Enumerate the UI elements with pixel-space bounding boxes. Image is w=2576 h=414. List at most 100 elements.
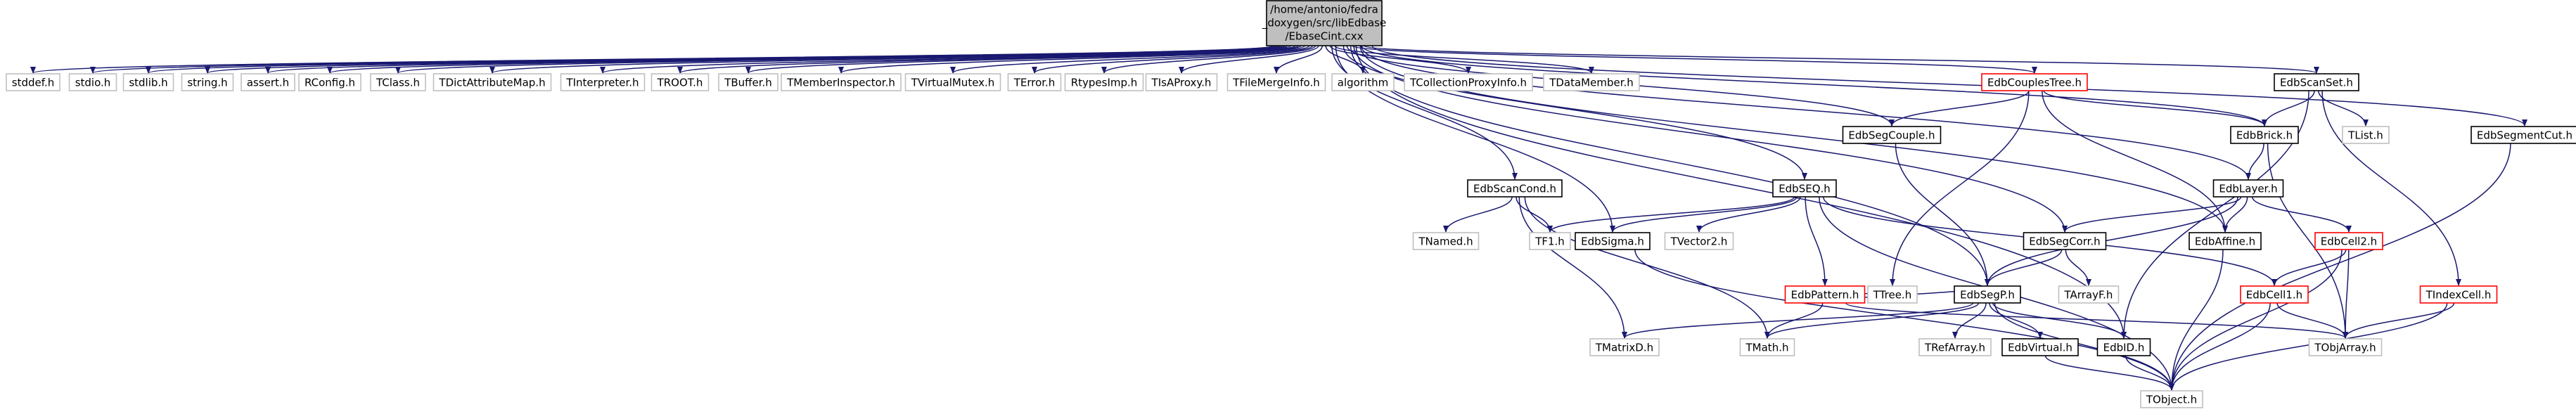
node-tarrayf: TArrayF.h	[2058, 285, 2120, 304]
node-edbscancond[interactable]: EdbScanCond.h	[1467, 179, 1563, 198]
node-assert: assert.h	[241, 73, 295, 91]
edge-edbseq-to-tf1	[1547, 196, 1795, 233]
node-edbvirtual[interactable]: EdbVirtual.h	[2001, 338, 2079, 356]
node-tclass: TClass.h	[370, 73, 426, 91]
edge-root-to-edblayer	[1360, 45, 2251, 180]
node-edbid[interactable]: EdbID.h	[2096, 338, 2151, 356]
node-label: TFileMergeInfo.h	[1232, 77, 1320, 89]
edge-layer	[30, 45, 2527, 391]
node-label: TDataMember.h	[1549, 77, 1634, 89]
node-label: TRefArray.h	[1924, 342, 1985, 354]
node-box	[2140, 390, 2203, 408]
node-tindexcell[interactable]: TIndexCell.h	[2419, 285, 2498, 304]
node-trefarray: TRefArray.h	[1918, 338, 1992, 356]
edge-edbpattern-to-tobjarray	[1845, 302, 2348, 339]
node-label: EdbBrick.h	[2236, 129, 2293, 142]
node-box	[1145, 73, 1218, 91]
node-label: TObjArray.h	[2314, 342, 2376, 354]
node-label: TInterpreter.h	[565, 77, 639, 89]
node-label: EdbSigma.h	[1581, 235, 1644, 248]
node-label: TROOT.h	[657, 77, 703, 89]
node-edbpattern[interactable]: EdbPattern.h	[1784, 285, 1866, 304]
node-box	[1739, 338, 1795, 356]
node-edbsegcouple[interactable]: EdbSegCouple.h	[1842, 126, 1942, 144]
edge-edbcell1-to-tobjarray	[2276, 302, 2348, 339]
node-box	[1954, 285, 2021, 304]
edge-edbcell2-to-tobject	[2169, 249, 2343, 391]
edge-edblayer-to-edbsegp	[1985, 196, 2238, 286]
edge-edbbrick-to-tobjarray	[2267, 143, 2348, 339]
node-edbaffine[interactable]: EdbAffine.h	[2189, 232, 2262, 250]
edge-edbsegmentcut-to-tobject	[2169, 143, 2511, 391]
node-edbscanset[interactable]: EdbScanSet.h	[2274, 73, 2359, 91]
edge-root-to-tdatamember	[1334, 45, 1594, 74]
node-root-ebasecint-cxx[interactable]: /home/antonio/fedra_doxygen/src/libEdbas…	[1262, 0, 1386, 46]
node-edbcell1[interactable]: EdbCell1.h	[2240, 285, 2309, 304]
node-rconfig: RConfig.h	[298, 73, 361, 91]
node-label: TArrayF.h	[2064, 289, 2113, 302]
edge-edbcell1-to-tobject	[2169, 302, 2271, 391]
node-label: TError.h	[1013, 77, 1056, 89]
node-label: EdbCell2.h	[2321, 235, 2377, 248]
edge-edbsegp-to-edbvirtual	[1989, 302, 2043, 339]
node-box	[181, 73, 234, 91]
node-label: string.h	[187, 77, 227, 89]
edge-edbsegcorr-to-tarrayf	[2065, 249, 2091, 286]
node-label: TNamed.h	[1418, 235, 1473, 248]
edge-root-to-edbseq	[1343, 45, 1807, 180]
edge-edbscanset-to-tlist	[2318, 90, 2369, 127]
node-edbbrick[interactable]: EdbBrick.h	[2230, 126, 2299, 144]
node-box	[1918, 338, 1992, 356]
node-edbcouplestree[interactable]: EdbCouplesTree.h	[1981, 73, 2088, 91]
node-label: _doxygen/src/libEdbase	[1262, 17, 1386, 30]
node-box	[122, 73, 174, 91]
node-troot: TROOT.h	[651, 73, 710, 91]
edge-edbsegp-to-edbid	[1992, 302, 2127, 339]
node-label: RConfig.h	[305, 77, 355, 89]
edge-edbsegp-to-tobject	[1994, 302, 2174, 391]
node-edblayer[interactable]: EdbLayer.h	[2212, 179, 2284, 198]
node-label: EdbAffine.h	[2195, 235, 2255, 248]
edge-root-to-edbbrick	[1361, 45, 2267, 127]
node-edbsegcorr[interactable]: EdbSegCorr.h	[2023, 232, 2107, 250]
node-tvector2: TVector2.h	[1664, 232, 1734, 250]
node-algorithm: algorithm	[1331, 73, 1395, 91]
node-label: TTree.h	[1873, 289, 1911, 302]
node-tinterpreter: TInterpreter.h	[560, 73, 646, 91]
node-edbcell2[interactable]: EdbCell2.h	[2314, 232, 2383, 250]
node-tf1: TF1.h	[1529, 232, 1571, 250]
node-label: stdio.h	[75, 77, 111, 89]
node-edbsegmentcut[interactable]: EdbSegmentCut.h	[2471, 126, 2576, 144]
node-box	[1064, 73, 1144, 91]
node-edbseq[interactable]: EdbSEQ.h	[1772, 179, 1837, 198]
node-edbsigma[interactable]: EdbSigma.h	[1575, 232, 1651, 250]
edge-edbscanset-to-edbbrick	[2262, 90, 2315, 127]
edge-root-to-tdictattributemap	[489, 45, 1292, 74]
node-box	[1226, 73, 1326, 91]
node-box	[1867, 285, 1918, 304]
node-box	[1331, 73, 1395, 91]
node-label: TVector2.h	[1670, 235, 1728, 248]
node-box	[718, 73, 778, 91]
node-tbuffer: TBuffer.h	[718, 73, 778, 91]
node-box	[2471, 126, 2576, 144]
edge-edbscanset-to-tindexcell	[2321, 90, 2461, 286]
node-tdatamember: TDataMember.h	[1543, 73, 1640, 91]
node-label: /EbaseCint.cxx	[1285, 30, 1363, 43]
node-label: TCollectionProxyInfo.h	[1409, 77, 1527, 89]
node-terror: TError.h	[1007, 73, 1062, 91]
edge-edbseq-to-tvector2	[1696, 196, 1801, 233]
node-box	[1412, 232, 1480, 250]
node-label: TF1.h	[1534, 235, 1565, 248]
edge-root-to-edbsegcorr	[1353, 45, 2068, 233]
node-label: EdbScanSet.h	[2280, 77, 2353, 89]
node-box	[651, 73, 710, 91]
node-string: string.h	[181, 73, 234, 91]
node-box	[1575, 232, 1651, 250]
node-box	[2419, 285, 2498, 304]
node-box	[1772, 179, 1837, 198]
node-label: TVirtualMutex.h	[911, 77, 995, 89]
edge-edbbrick-to-edblayer	[2245, 143, 2264, 180]
node-edbsegp[interactable]: EdbSegP.h	[1954, 285, 2021, 304]
edge-root-to-tfilemergeinfo	[1274, 45, 1324, 74]
